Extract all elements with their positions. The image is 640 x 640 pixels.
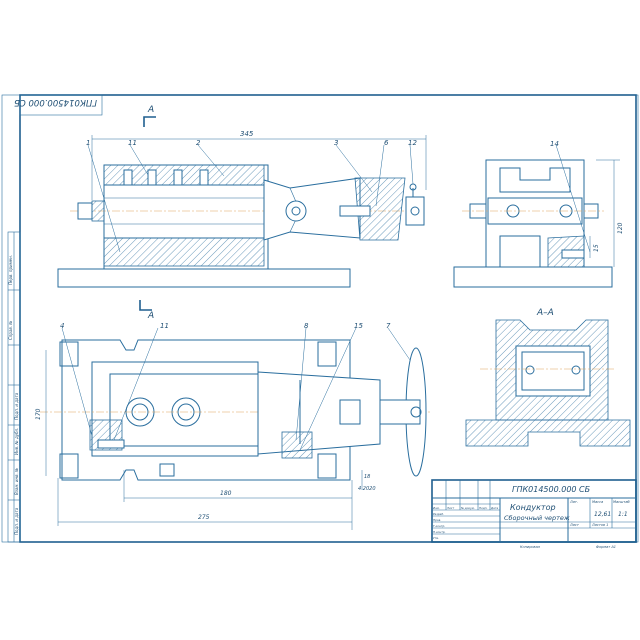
scale-value: 1:1: [618, 511, 628, 518]
callout-6: 6: [384, 139, 389, 147]
front-base-plate: [57, 268, 351, 288]
dim-plan-fit: 4 2020: [358, 486, 376, 492]
role-cell-2: Пров.: [433, 518, 441, 522]
corner-stamp-text: ГПК014500.000 СБ: [14, 97, 97, 107]
section-title: А–А: [536, 308, 554, 318]
strip-text-1: Перв. примен.: [8, 255, 13, 285]
dim-right-small: 15: [593, 244, 600, 252]
front-screw-head: [405, 196, 425, 226]
callout-15: 15: [354, 322, 363, 330]
dim-plan-180: 180: [220, 490, 232, 497]
side-base: [453, 266, 613, 288]
front-pivot-pin: [285, 200, 307, 222]
title-name-1: Кондуктор: [510, 503, 556, 512]
strip-text-6: Подп. и дата: [14, 507, 19, 535]
rev-cell-2: Лист: [446, 506, 454, 510]
section-mark-a-top: [143, 116, 156, 127]
callout-4: 4: [60, 322, 64, 330]
title-designation: ГПК014500.000 СБ: [512, 485, 591, 494]
col-mass: Масса: [592, 500, 603, 504]
section-mark-a-bottom: [139, 300, 152, 311]
side-view: 120 15 14: [453, 140, 624, 288]
dim-overall-length: 345: [240, 130, 254, 138]
strip-text-3: Подп. и дата: [14, 392, 19, 420]
rev-cell-4: Подп.: [479, 506, 488, 510]
plan-clamp-block: [257, 371, 381, 455]
rev-cell-5: Дата: [490, 506, 499, 510]
callout-12: 12: [408, 139, 417, 147]
rev-cell-1: Изм.: [433, 506, 440, 510]
callout-3: 3: [334, 139, 338, 147]
dim-plan-18: 18: [364, 474, 370, 480]
front-left-nut: [91, 200, 105, 222]
callout-14: 14: [550, 140, 559, 148]
mass-value: 12,61: [594, 511, 611, 518]
copied-label: Копировал: [520, 545, 541, 549]
callout-8: 8: [304, 322, 309, 330]
callout-5: 11: [128, 139, 137, 147]
section-mark-a-bottom-label: А: [147, 311, 154, 321]
front-bottom-section: [103, 237, 265, 267]
front-clamp-block: [354, 177, 406, 241]
plan-view: 170 180 275 18 4 2020 А 4 11 8 15 7: [35, 300, 430, 530]
col-scale: Масштаб: [613, 500, 630, 504]
col-lit: Лит.: [569, 500, 578, 504]
callout-1: 1: [86, 139, 90, 147]
sheets-label: Листов 1: [591, 523, 608, 527]
role-cell-3: Т.контр.: [433, 524, 445, 528]
corner-stamp: ГПК014500.000 СБ: [14, 94, 103, 116]
dim-plan-275: 275: [198, 514, 210, 521]
section-a-a: А–А: [465, 308, 631, 447]
role-cell-1: Разраб.: [433, 512, 444, 516]
title-block: ГПК014500.000 СБ Кондуктор Сборочный чер…: [431, 479, 637, 549]
section-base: [465, 419, 631, 447]
callout-2: 2: [196, 139, 201, 147]
role-cell-5: Утв.: [433, 536, 439, 540]
strip-text-5: Взам. инв. №: [14, 468, 19, 495]
format-label: Формат А1: [596, 545, 616, 549]
strip-text-4: Инв. № дубл.: [14, 428, 19, 455]
dim-height-right: 120: [617, 222, 624, 234]
plan-hatched-corner: [281, 431, 313, 459]
strip-text-2: Справ. №: [8, 321, 13, 340]
sheet-label: Лист: [569, 523, 580, 527]
title-name-2: Сборочный чертеж: [504, 514, 570, 522]
section-mark-a-top-label: А: [147, 105, 154, 115]
rev-cell-3: № докум.: [460, 506, 475, 510]
dim-plan-width: 170: [35, 408, 42, 420]
front-view: 345 А 1 11 2 3 6 12: [57, 105, 427, 288]
callout-11: 11: [160, 322, 169, 330]
left-binding-strip: Перв. примен. Справ. № Подп. и дата Инв.…: [7, 231, 21, 543]
callout-7: 7: [386, 322, 391, 330]
role-cell-4: Н.контр.: [433, 530, 446, 534]
